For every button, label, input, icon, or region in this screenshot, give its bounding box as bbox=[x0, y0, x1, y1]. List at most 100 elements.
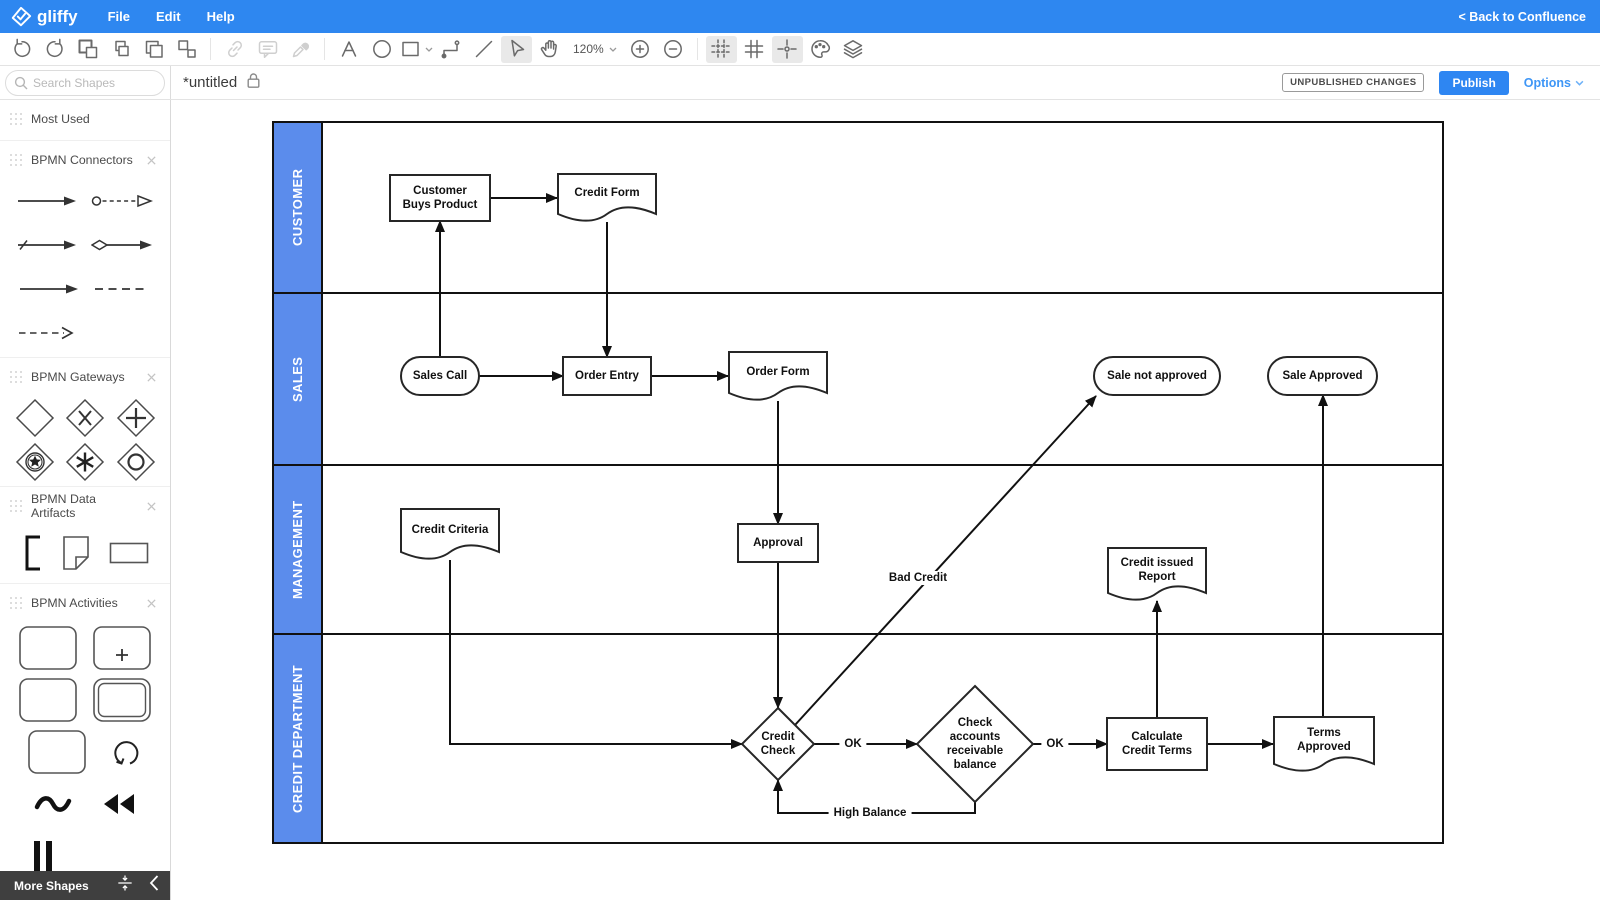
shape-conditional-flow[interactable] bbox=[90, 236, 153, 254]
palette-section-header-bpmn-activities[interactable]: BPMN Activities bbox=[0, 584, 170, 622]
node-terms-approved[interactable] bbox=[1273, 716, 1375, 772]
menu-help[interactable]: Help bbox=[206, 9, 235, 24]
snap-button[interactable] bbox=[771, 35, 803, 63]
grid-guides-button[interactable] bbox=[705, 35, 737, 63]
undo-button[interactable] bbox=[6, 36, 37, 63]
rect-button[interactable] bbox=[399, 36, 433, 63]
lock-icon bbox=[246, 72, 261, 94]
node-customer-buys-product[interactable] bbox=[389, 174, 491, 222]
node-credit-check[interactable] bbox=[740, 706, 816, 782]
shape-pause[interactable] bbox=[32, 841, 54, 871]
shape-data-store[interactable] bbox=[109, 542, 149, 564]
options-menu[interactable]: Options bbox=[1524, 76, 1584, 90]
ungroup-button[interactable] bbox=[171, 36, 202, 63]
title-area: *untitled bbox=[171, 66, 1282, 99]
node-sales-call[interactable] bbox=[400, 356, 480, 396]
lane-band-management[interactable] bbox=[272, 464, 323, 635]
lane-band-sales[interactable] bbox=[272, 292, 323, 466]
close-section-icon[interactable] bbox=[146, 155, 157, 166]
node-credit-issued-report[interactable] bbox=[1107, 547, 1207, 601]
palette-section-header-most-used[interactable]: Most Used bbox=[0, 100, 170, 138]
text-button[interactable] bbox=[333, 36, 364, 63]
shape-gateway-event[interactable] bbox=[15, 442, 55, 482]
shape-gateway-inclusive[interactable] bbox=[116, 442, 156, 482]
ellipse-icon bbox=[372, 40, 391, 58]
ellipse-button[interactable] bbox=[366, 36, 397, 63]
pointer-button[interactable] bbox=[501, 35, 532, 63]
group-button[interactable] bbox=[72, 36, 103, 63]
lane-customer[interactable] bbox=[321, 121, 1444, 294]
close-section-icon[interactable] bbox=[146, 372, 157, 383]
line-button[interactable] bbox=[468, 36, 499, 63]
shape-directed-association[interactable] bbox=[18, 324, 74, 342]
zoom-in-button[interactable] bbox=[625, 36, 656, 63]
bring-forward-icon bbox=[145, 40, 163, 58]
collapse-palette-icon[interactable] bbox=[114, 873, 136, 898]
shape-association[interactable] bbox=[93, 280, 151, 298]
shape-adhoc[interactable] bbox=[33, 792, 73, 816]
document-title[interactable]: *untitled bbox=[183, 74, 238, 91]
redo-button[interactable] bbox=[39, 36, 70, 63]
more-shapes-button[interactable]: More Shapes bbox=[14, 878, 89, 893]
shape-gateway-exclusive[interactable] bbox=[65, 398, 105, 438]
node-credit-criteria[interactable] bbox=[400, 508, 500, 560]
shape-sequence-flow[interactable] bbox=[17, 192, 77, 210]
shape-loop[interactable] bbox=[109, 735, 143, 769]
back-to-confluence-link[interactable]: < Back to Confluence bbox=[1458, 9, 1586, 24]
shape-sequence-flow-plain[interactable] bbox=[19, 280, 79, 298]
zoom-level-control[interactable]: 120% bbox=[567, 36, 623, 63]
connector-button[interactable] bbox=[435, 36, 466, 63]
shape-gateway-complex[interactable] bbox=[65, 442, 105, 482]
shape-data-object[interactable] bbox=[61, 535, 91, 571]
zoom-out-button[interactable] bbox=[658, 36, 689, 63]
shape-default-flow[interactable] bbox=[17, 236, 77, 254]
layers-button[interactable] bbox=[838, 36, 869, 63]
close-section-icon[interactable] bbox=[146, 501, 157, 512]
theme-button[interactable] bbox=[805, 36, 836, 63]
lane-sales[interactable] bbox=[321, 292, 1444, 466]
edge-credit-check-to-sale-not-approved[interactable] bbox=[794, 395, 1097, 726]
shape-annotation[interactable] bbox=[22, 535, 44, 571]
close-section-icon[interactable] bbox=[146, 598, 157, 609]
shape-subprocess[interactable] bbox=[92, 625, 152, 671]
shape-message-flow[interactable] bbox=[91, 192, 153, 210]
palette-section-header-bpmn-gateways[interactable]: BPMN Gateways bbox=[0, 358, 170, 396]
palette-row bbox=[0, 525, 170, 581]
menu-edit[interactable]: Edit bbox=[156, 9, 181, 24]
shape-task[interactable] bbox=[18, 625, 78, 671]
node-check-accounts-receivable-balance[interactable] bbox=[915, 684, 1035, 804]
node-calculate-credit-terms[interactable] bbox=[1106, 717, 1208, 771]
lane-management[interactable] bbox=[321, 464, 1444, 635]
menu-file[interactable]: File bbox=[107, 9, 131, 24]
shape-gateway-parallel[interactable] bbox=[116, 398, 156, 438]
edge-credit-criteria-to-credit-check[interactable] bbox=[449, 560, 743, 749]
bring-forward-button[interactable] bbox=[138, 36, 169, 63]
shape-task-plain[interactable] bbox=[18, 677, 78, 723]
palette-section-bpmn-connectors: BPMN Connectors bbox=[0, 141, 170, 358]
node-order-form[interactable] bbox=[728, 351, 828, 401]
group-icon bbox=[78, 39, 97, 59]
node-order-entry[interactable] bbox=[562, 356, 652, 396]
node-credit-form[interactable] bbox=[557, 173, 657, 222]
grid-button[interactable] bbox=[739, 36, 770, 63]
lane-band-customer[interactable] bbox=[272, 121, 323, 294]
shape-compensation[interactable] bbox=[101, 791, 137, 817]
node-sale-approved[interactable] bbox=[1267, 356, 1378, 396]
pan-button[interactable] bbox=[534, 36, 565, 63]
shape-task-alt[interactable] bbox=[27, 729, 87, 775]
palette-section-header-bpmn-connectors[interactable]: BPMN Connectors bbox=[0, 141, 170, 179]
search-shapes-input[interactable] bbox=[5, 69, 165, 96]
shape-gateway[interactable] bbox=[15, 398, 55, 438]
collapse-sidebar-icon[interactable] bbox=[148, 874, 160, 897]
node-approval[interactable] bbox=[737, 523, 819, 563]
duplicate-button[interactable] bbox=[105, 36, 136, 63]
shape-transaction[interactable] bbox=[92, 677, 152, 723]
palette-section-header-bpmn-data-artifacts[interactable]: BPMN Data Artifacts bbox=[0, 487, 170, 525]
lane-band-credit-department[interactable] bbox=[272, 633, 323, 844]
palette-row bbox=[0, 830, 170, 882]
publish-button[interactable]: Publish bbox=[1439, 70, 1509, 95]
node-sale-not-approved[interactable] bbox=[1093, 356, 1221, 396]
palette-row bbox=[0, 311, 170, 355]
